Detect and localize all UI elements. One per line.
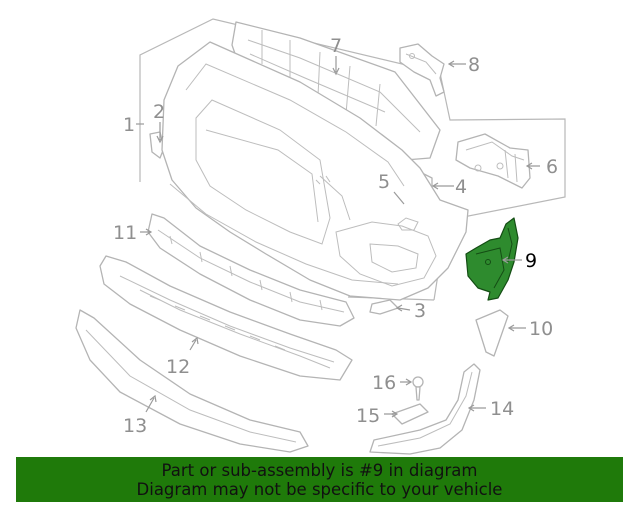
reinforcement-11-part: [147, 213, 355, 327]
lower-trim-13-part: [75, 309, 309, 453]
callout-8: 8: [468, 54, 480, 76]
callout-16: 16: [372, 372, 396, 394]
banner-line-disclaimer: Diagram may not be specific to your vehi…: [136, 480, 503, 499]
parts-diagram: 1 2 3 4 5 6 7 8 9 10 11 12 13 14 15 16: [75, 18, 566, 455]
callout-3: 3: [414, 300, 426, 322]
callout-7: 7: [330, 35, 342, 57]
screw-16-part: [412, 376, 424, 401]
callout-1: 1: [123, 114, 135, 136]
callout-4: 4: [455, 176, 467, 198]
lower-grille-12-part: [99, 255, 353, 381]
diagram-notice-banner: Part or sub-assembly is #9 in diagram Di…: [16, 457, 623, 502]
bracket-8-part: [399, 43, 445, 97]
callout-15: 15: [356, 405, 380, 427]
bracket-6-part: [455, 133, 531, 189]
bumper-cover-part: [161, 41, 469, 301]
callout-14: 14: [490, 398, 514, 420]
banner-line-part-number: Part or sub-assembly is #9 in diagram: [161, 461, 478, 480]
reflector-3-part: [369, 299, 399, 315]
cover-10-part: [475, 309, 509, 357]
bracket-9-part-highlighted: [465, 217, 519, 301]
callout-13: 13: [123, 415, 147, 437]
leader-lines: [136, 56, 540, 418]
callout-2: 2: [153, 101, 165, 123]
trim-strip-14-part: [369, 363, 481, 455]
callout-12: 12: [166, 356, 190, 378]
callout-11: 11: [113, 222, 137, 244]
callout-9-highlighted: 9: [525, 250, 537, 272]
callout-5: 5: [378, 171, 390, 193]
callout-10: 10: [529, 318, 553, 340]
callout-6: 6: [546, 156, 558, 178]
clip-15-part: [391, 403, 429, 425]
